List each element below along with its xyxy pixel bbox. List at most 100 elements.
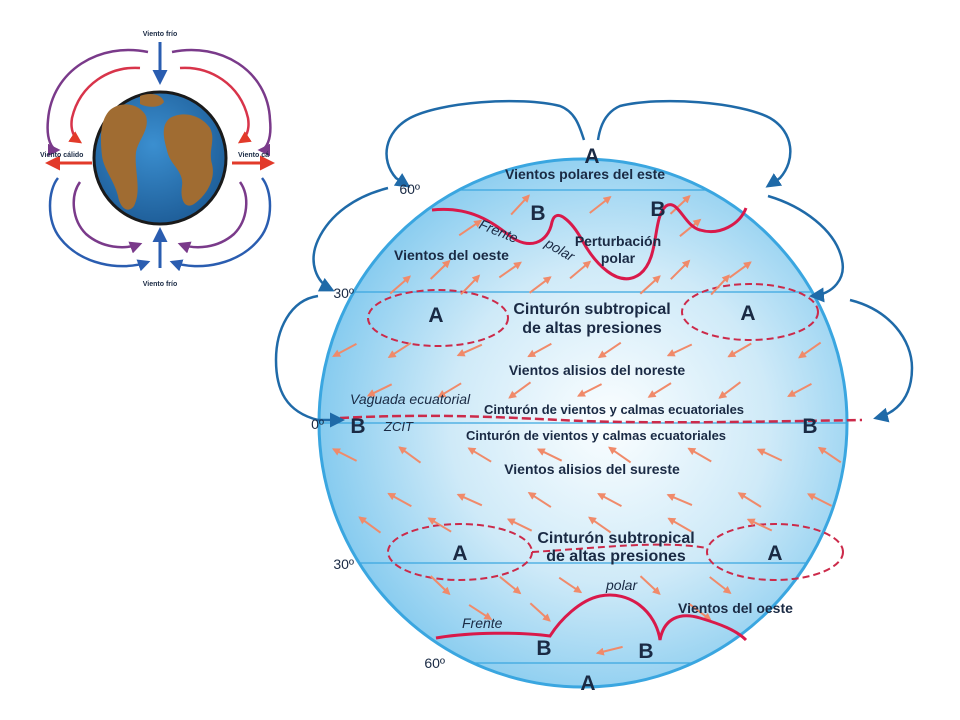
latitude-label-s60: 60º xyxy=(424,655,445,671)
inset-loop-se-outer xyxy=(169,177,272,272)
latitude-label-n30: 30º xyxy=(333,285,354,301)
label-front-south: Frente xyxy=(462,615,503,631)
wind-arrow xyxy=(332,343,357,357)
circulation-cells xyxy=(274,99,914,428)
inset-loop-sw-inner xyxy=(72,181,143,254)
wind-arrow xyxy=(817,446,842,464)
latitude-label-n60: 60º xyxy=(399,181,420,197)
pressure-b-equator-w: B xyxy=(350,415,365,438)
inset-label-warm-left: Viento cálido xyxy=(40,152,83,159)
wind-arrow xyxy=(569,260,592,280)
ferrel-cell-e xyxy=(767,194,845,303)
wind-arrow xyxy=(456,493,483,507)
earth-landmass-americas xyxy=(100,104,147,210)
wind-arrow xyxy=(398,446,422,464)
label-westerlies-south: Vientos del oeste xyxy=(678,600,793,616)
wind-arrow xyxy=(647,382,672,398)
wind-arrow xyxy=(429,575,451,596)
latitude-label-s30: 30º xyxy=(333,556,354,572)
wind-arrow xyxy=(467,447,492,463)
high-pressure-cell-ne xyxy=(681,283,819,341)
label-doldrums-north: Cinturón de vientos y calmas ecuatoriale… xyxy=(484,402,744,417)
wind-arrow xyxy=(529,276,552,294)
label-doldrums-south: Cinturón de vientos y calmas ecuatoriale… xyxy=(466,428,726,443)
inset-loop-ne-inner xyxy=(179,66,252,144)
hadley-cell-e xyxy=(849,298,914,423)
wind-arrow xyxy=(787,383,812,397)
wind-arrow xyxy=(710,274,730,296)
polar-front-south xyxy=(435,593,748,642)
wind-arrow xyxy=(639,275,661,295)
inset-loop-se-inner xyxy=(177,181,248,254)
wind-arrow xyxy=(331,448,358,462)
wind-arrow xyxy=(669,195,691,215)
pressure-b-north-w: B xyxy=(530,202,545,225)
wind-arrow xyxy=(666,493,693,507)
wind-arrow xyxy=(536,448,563,462)
pressure-a-subtrop-sw: A xyxy=(452,542,467,565)
pressure-a-subtrop-se: A xyxy=(767,542,782,565)
wind-arrow xyxy=(746,518,773,532)
wind-arrow xyxy=(558,576,583,594)
pressure-b-north-e: B xyxy=(650,198,665,221)
wind-arrow xyxy=(456,343,483,357)
wind-arrow xyxy=(468,604,493,620)
wind-arrow xyxy=(806,493,833,507)
polar-cell-ne xyxy=(596,99,792,188)
wind-arrow xyxy=(387,342,412,358)
pressure-a-south-pole: A xyxy=(580,672,595,695)
inset-label-cold-bottom: Viento frío xyxy=(143,281,177,288)
wind-arrow xyxy=(529,602,551,622)
label-equatorial-trough: Vaguada ecuatorial xyxy=(350,391,471,407)
wind-arrow xyxy=(798,341,822,359)
pressure-b-equator-e: B xyxy=(802,415,817,438)
wind-arrow xyxy=(597,493,622,507)
wind-arrow xyxy=(595,645,623,656)
wind-arrow xyxy=(727,342,752,358)
pressure-b-south-e: B xyxy=(638,640,653,663)
polar-cell-nw xyxy=(385,99,586,188)
wind-arrow xyxy=(437,382,462,398)
high-pressure-cell-se xyxy=(706,523,844,581)
wind-arrow xyxy=(589,196,612,214)
label-polar-easterlies: Vientos polares del este xyxy=(505,166,665,182)
label-ne-trades: Vientos alisios del noreste xyxy=(509,362,686,378)
wind-arrow xyxy=(429,259,451,280)
wind-arrow xyxy=(366,383,393,397)
wind-arrow xyxy=(588,516,612,534)
wind-arrow xyxy=(608,446,632,464)
wind-arrow xyxy=(389,275,412,295)
high-pressure-cell-nw xyxy=(367,289,509,347)
wind-arrow xyxy=(427,517,452,533)
inset-loop-ne-outer xyxy=(171,48,272,157)
wind-arrow xyxy=(510,194,530,216)
pressure-a-subtrop-ne: A xyxy=(740,302,755,325)
wind-arrow xyxy=(737,492,762,508)
label-polar-disturbance-2: polar xyxy=(601,250,636,266)
inset-loop-sw-outer xyxy=(48,177,151,272)
wind-arrow xyxy=(666,343,693,357)
wind-arrow xyxy=(527,492,552,508)
pressure-a-north-pole: A xyxy=(584,145,599,168)
label-subtropical-north-2: de altas presiones xyxy=(522,320,662,337)
circulation-globe: 60º 30º 0º 30º 60º A B B A A B B A A B B… xyxy=(274,99,914,695)
earth-landmass-greenland xyxy=(140,94,164,107)
inset-loop-nw-outer xyxy=(46,48,149,157)
earth-landmass-africa-europe xyxy=(163,114,213,206)
inset-label-warm-right: Viento cá xyxy=(238,152,269,159)
wind-arrow xyxy=(460,274,481,296)
label-se-trades: Vientos alisios del sureste xyxy=(504,461,680,477)
pressure-a-subtrop-nw: A xyxy=(428,304,443,327)
wind-arrow xyxy=(728,261,752,279)
wind-arrow xyxy=(639,575,661,595)
wind-arrow xyxy=(527,342,552,358)
wind-arrow xyxy=(718,381,741,399)
pressure-b-south-w: B xyxy=(536,637,551,660)
inset-loop-nw-inner xyxy=(68,66,141,144)
wind-arrow xyxy=(498,261,522,279)
label-polar-disturbance-1: Perturbación xyxy=(575,233,661,249)
wind-arrow xyxy=(667,517,692,533)
label-subtropical-north-1: Cinturón subtropical xyxy=(513,301,670,318)
polar-front-north xyxy=(431,203,748,281)
